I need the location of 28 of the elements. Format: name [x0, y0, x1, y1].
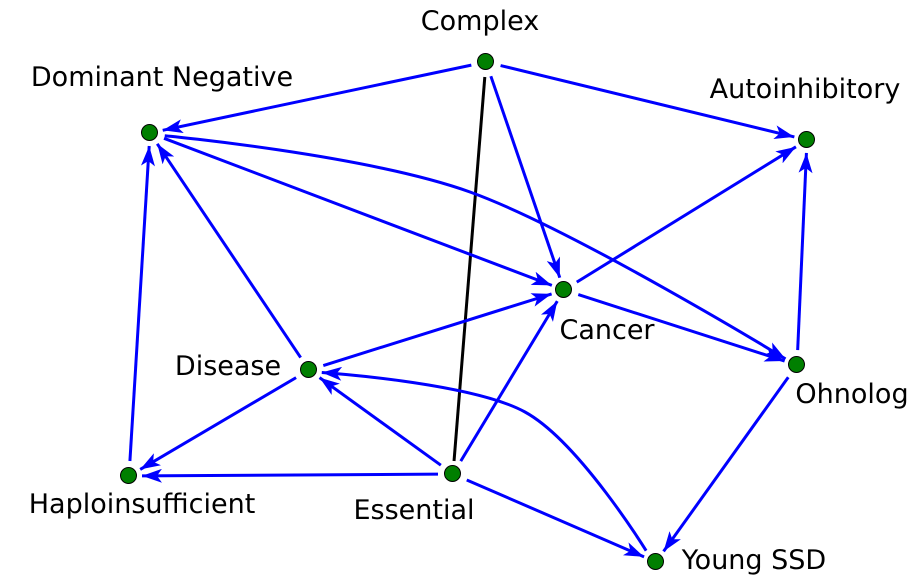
node-label: Dominant Negative — [30, 63, 294, 93]
arrow — [142, 468, 438, 483]
node-label: Ohnolog — [795, 380, 909, 410]
arrow — [156, 142, 302, 358]
node-label: Complex — [420, 7, 540, 37]
arrow — [318, 376, 442, 466]
node-label: Young SSD — [682, 546, 826, 576]
arrow — [322, 366, 648, 552]
node-label: Cancer — [559, 316, 655, 346]
arrow — [466, 478, 645, 558]
arrow — [322, 292, 552, 367]
arrow — [662, 376, 790, 552]
arrow — [162, 64, 472, 134]
arrow — [576, 146, 797, 284]
node-label: Autoinhibitory — [710, 75, 900, 105]
arrow — [489, 76, 562, 278]
arrow — [139, 376, 297, 471]
arrow — [796, 152, 813, 350]
arrow — [128, 146, 155, 462]
arrow — [164, 136, 552, 287]
arrow — [578, 293, 786, 362]
arrow — [459, 300, 559, 462]
connector-line — [452, 76, 486, 462]
node-label: Disease — [174, 352, 282, 382]
arrow — [500, 64, 795, 139]
node-label: Haploinsufficient — [28, 490, 256, 520]
arrow — [164, 134, 786, 360]
node-label: Essential — [353, 496, 475, 526]
